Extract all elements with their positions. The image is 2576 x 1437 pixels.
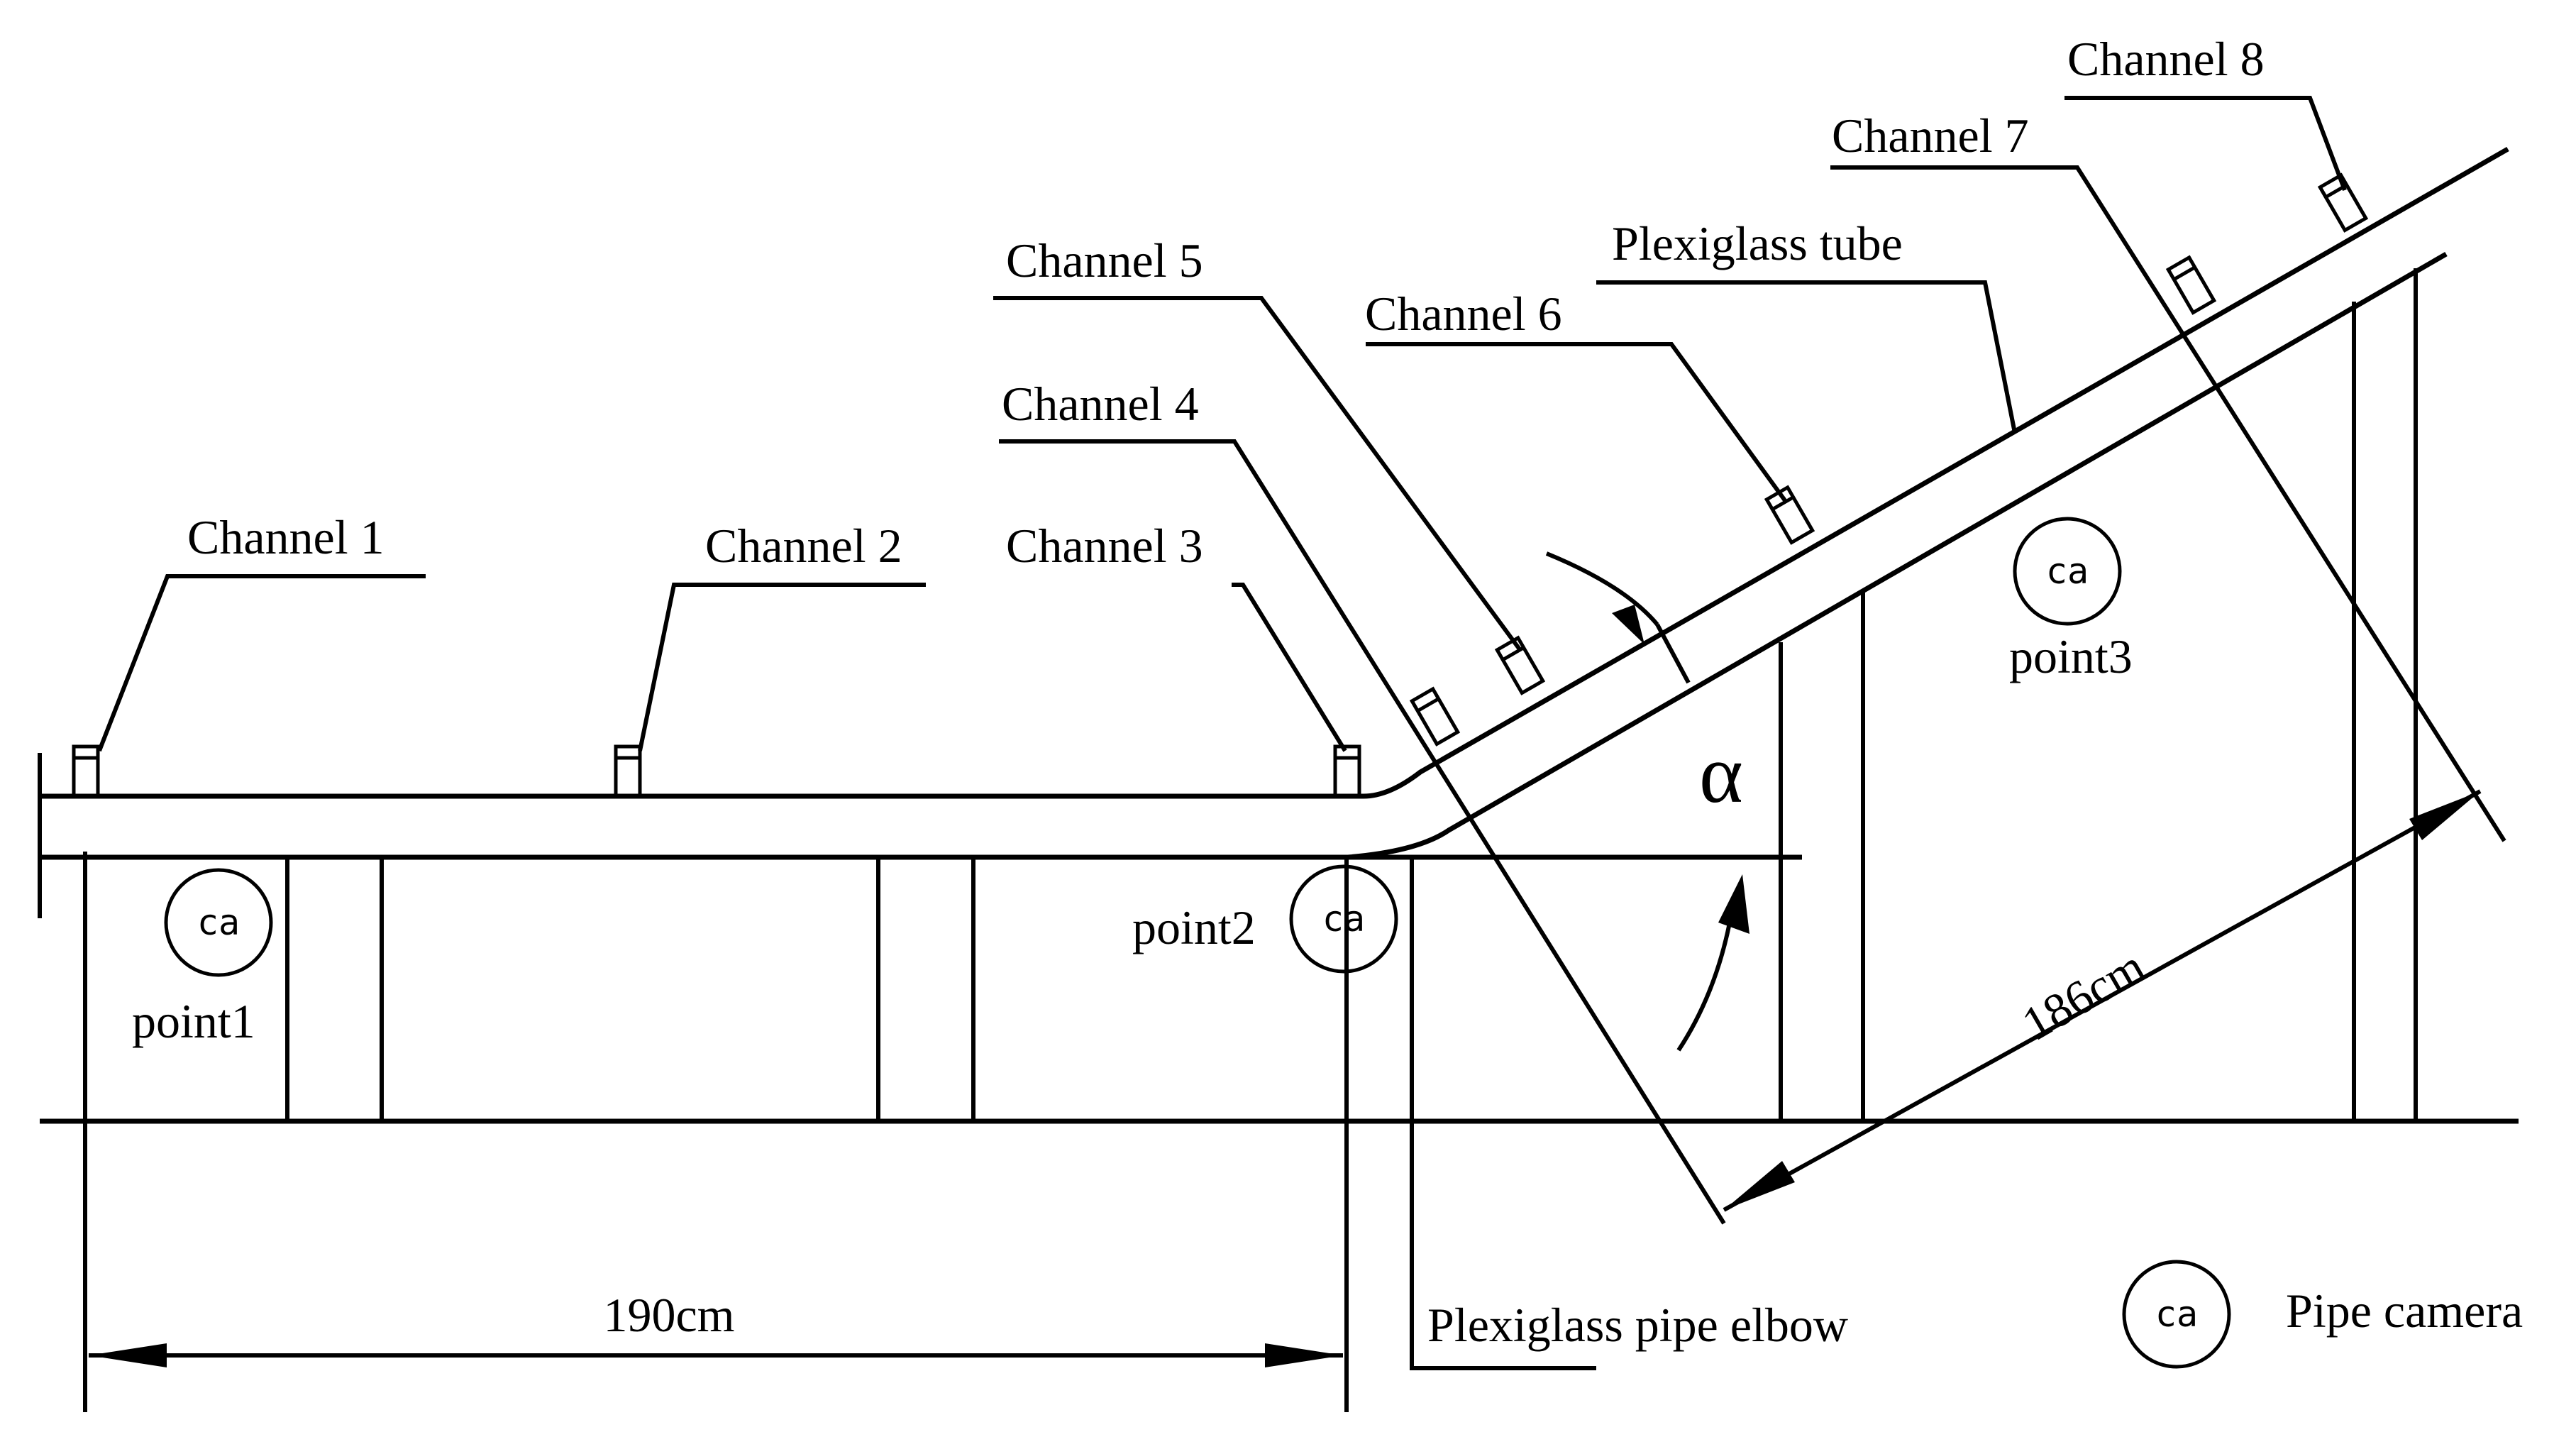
dim-arrow-right — [1265, 1343, 1343, 1367]
leader-elbow — [1410, 860, 1596, 1370]
sensor-fittings — [72, 172, 2369, 798]
channel-label-4: Channel 4 — [1002, 377, 1199, 431]
part-labels: Plexiglass tube Plexiglass pipe elbow — [1427, 216, 1903, 1352]
legend-camera-label: Pipe camera — [2286, 1284, 2523, 1338]
leader-channel-6 — [1366, 342, 1789, 504]
angle-arrow-upper — [1612, 605, 1644, 644]
sensor-fitting-7 — [2165, 255, 2217, 315]
channel-label-7: Channel 7 — [1832, 109, 2029, 163]
camera-icon — [164, 868, 273, 977]
leader-tube — [1596, 280, 2017, 434]
pipe-upper-wall — [40, 146, 2509, 799]
sensor-fitting-4 — [1409, 686, 1461, 747]
leader-channel-7 — [1830, 165, 2506, 842]
point-label-3: point3 — [2009, 629, 2133, 683]
sensor-fitting-2 — [614, 744, 642, 798]
camera-point-3: ca — [2013, 517, 2122, 626]
dim-arrow-left — [89, 1343, 167, 1367]
leader-channel-2 — [638, 583, 926, 751]
plexiglass-pipe — [40, 146, 2509, 860]
vertical-supports — [285, 268, 2418, 1334]
leader-channel-8 — [2064, 96, 2347, 192]
channel-label-5: Channel 5 — [1006, 233, 1203, 287]
camera-point-2: ca — [1289, 864, 1398, 974]
horizontal-dimension: 190cm — [83, 852, 1349, 1412]
pipe-cameras: ca ca ca — [164, 517, 2122, 977]
channel-label-6: Channel 6 — [1365, 287, 1562, 341]
legend: ca Pipe camera — [2122, 1260, 2523, 1369]
angle-arc-upper — [1545, 551, 1659, 626]
angle-indicator: α — [1545, 551, 1749, 1052]
leader-lines — [97, 96, 2506, 1370]
sensor-fitting-3 — [1333, 744, 1361, 798]
sensor-fitting-6 — [1764, 485, 1815, 545]
channel-label-1: Channel 1 — [187, 510, 385, 564]
dim-arrow-upper-right — [2409, 791, 2480, 840]
channel-label-2: Channel 2 — [705, 519, 902, 573]
point-label-2: point2 — [1132, 901, 1256, 954]
plexiglass-tube-label: Plexiglass tube — [1612, 216, 1903, 270]
leader-channel-1 — [97, 574, 426, 752]
camera-icon — [2013, 517, 2122, 626]
channel-labels: Channel 1 Channel 2 Channel 3 Channel 4 … — [187, 32, 2265, 573]
channel-label-3: Channel 3 — [1006, 519, 1203, 573]
dim-arrow-lower-left — [1724, 1161, 1795, 1210]
angle-arc-lower — [1676, 915, 1733, 1052]
angle-arc-upper-tail — [1655, 623, 1691, 684]
leader-channel-3 — [1232, 583, 1347, 752]
angle-arrow-lower — [1718, 874, 1749, 934]
point-labels: point1 point2 point3 — [132, 629, 2133, 1048]
plexiglass-elbow-label: Plexiglass pipe elbow — [1427, 1298, 1848, 1352]
legend-camera-icon — [2122, 1260, 2231, 1369]
camera-icon — [1289, 864, 1398, 974]
camera-symbol-text: ca — [197, 902, 240, 943]
dim-line-inclined — [1723, 789, 2482, 1212]
inclined-dimension: 186cm — [1723, 789, 2482, 1212]
angle-symbol: α — [1699, 727, 1743, 820]
point-label-1: point1 — [132, 994, 255, 1048]
leader-channel-5 — [993, 296, 1522, 651]
channel-label-8: Channel 8 — [2067, 32, 2265, 86]
camera-symbol-text: ca — [1322, 898, 1365, 940]
dimension-horizontal-label: 190cm — [603, 1288, 734, 1342]
dimension-inclined-label: 186cm — [2013, 939, 2153, 1051]
sensor-fitting-1 — [72, 744, 100, 798]
pipe-lower-wall — [40, 251, 2448, 860]
camera-symbol-text: ca — [2046, 551, 2089, 592]
legend-camera-symbol-text: ca — [2155, 1294, 2198, 1335]
sensor-fitting-5 — [1494, 635, 1546, 695]
camera-point-1: ca — [164, 868, 273, 977]
leader-channel-4 — [999, 439, 1726, 1225]
